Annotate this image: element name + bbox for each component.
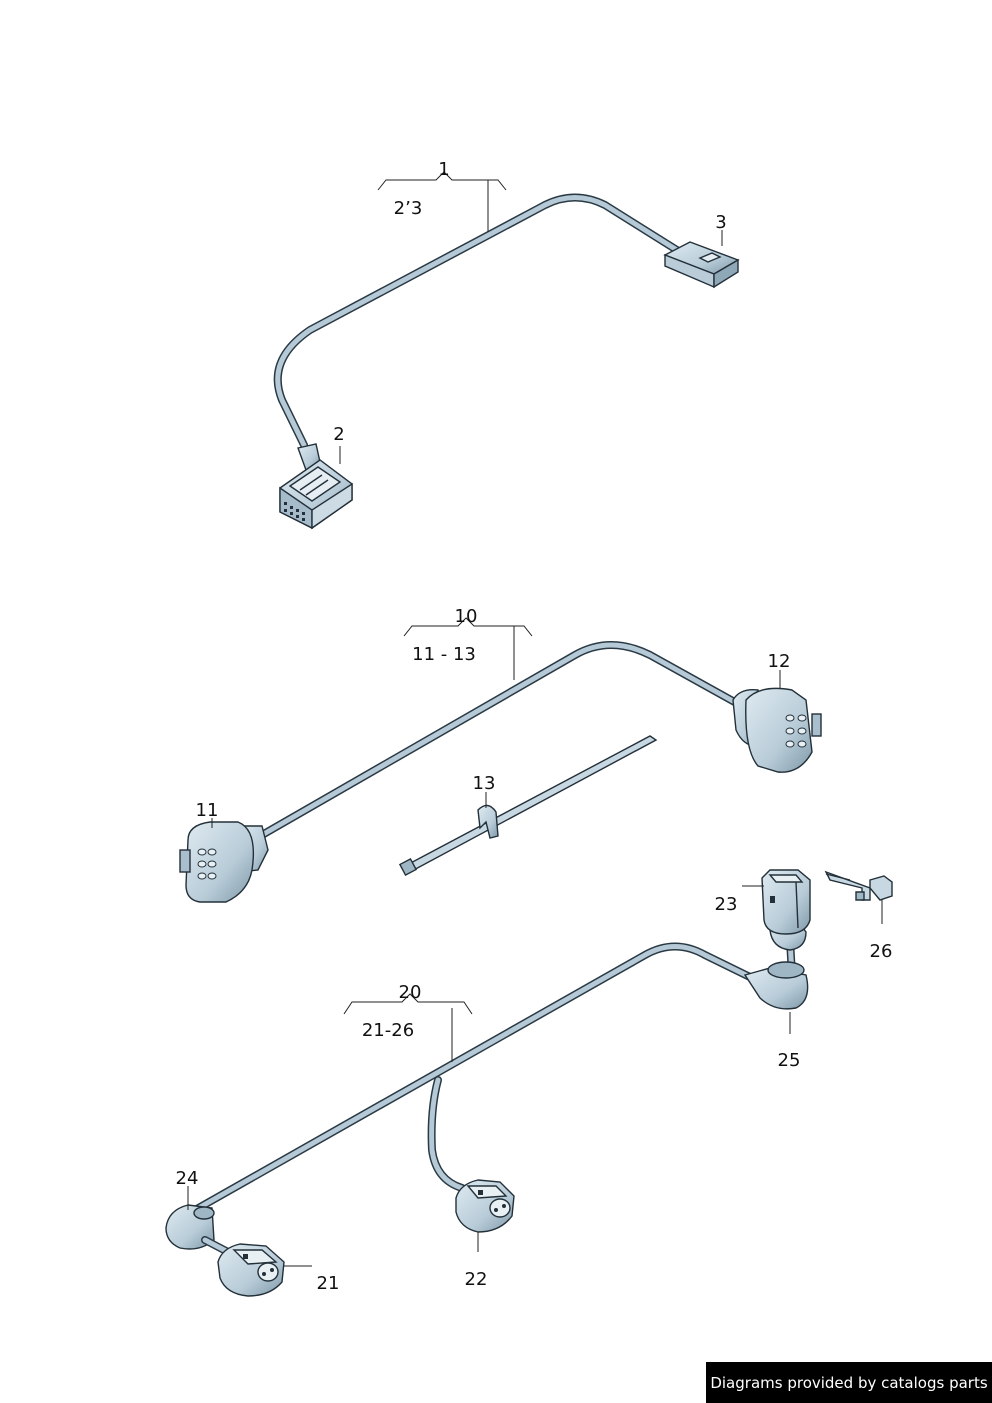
connector-22[interactable]	[455, 1179, 515, 1233]
connector-21[interactable]	[217, 1243, 285, 1297]
footer-credit-text: Diagrams provided by catalogs parts	[710, 1373, 988, 1392]
connector-3[interactable]	[663, 241, 740, 289]
connector-11[interactable]	[179, 821, 269, 903]
clip-26[interactable]	[824, 870, 893, 901]
part-label-25: 25	[778, 1050, 801, 1071]
assembly-10	[179, 641, 822, 903]
part-label-11: 11	[196, 800, 219, 821]
part-label-22: 22	[465, 1269, 488, 1290]
connector-23[interactable]	[761, 869, 811, 951]
group-1-range: 2’3	[394, 198, 423, 219]
group-10-range: 11 - 13	[412, 644, 476, 665]
part-label-21: 21	[317, 1273, 340, 1294]
connector-2[interactable]	[279, 443, 353, 530]
connector-12[interactable]	[732, 687, 822, 773]
cable-10	[258, 641, 744, 839]
part-label-13: 13	[473, 773, 496, 794]
labels: 1 2’3 2 3 10 11 - 13 12 11 13 23 26 20 2…	[176, 159, 893, 1294]
cable-tie-13[interactable]	[398, 735, 658, 877]
group-20-label: 20	[399, 982, 422, 1003]
part-label-2: 2	[333, 424, 344, 445]
part-label-24: 24	[176, 1168, 199, 1189]
footer-credit: Diagrams provided by catalogs parts	[706, 1362, 992, 1403]
part-label-26: 26	[870, 941, 893, 962]
assembly-1	[273, 193, 740, 530]
group-20-range: 21-26	[362, 1020, 414, 1041]
part-label-3: 3	[715, 212, 726, 233]
group-1-label: 1	[438, 159, 449, 180]
part-label-23: 23	[715, 894, 738, 915]
cable-20	[191, 942, 756, 1214]
assembly-20	[165, 869, 893, 1297]
leader-lines	[187, 171, 883, 1267]
cable-1	[273, 193, 684, 449]
grommet-25[interactable]	[743, 961, 809, 1010]
group-10-label: 10	[455, 606, 478, 627]
part-label-12: 12	[768, 651, 791, 672]
